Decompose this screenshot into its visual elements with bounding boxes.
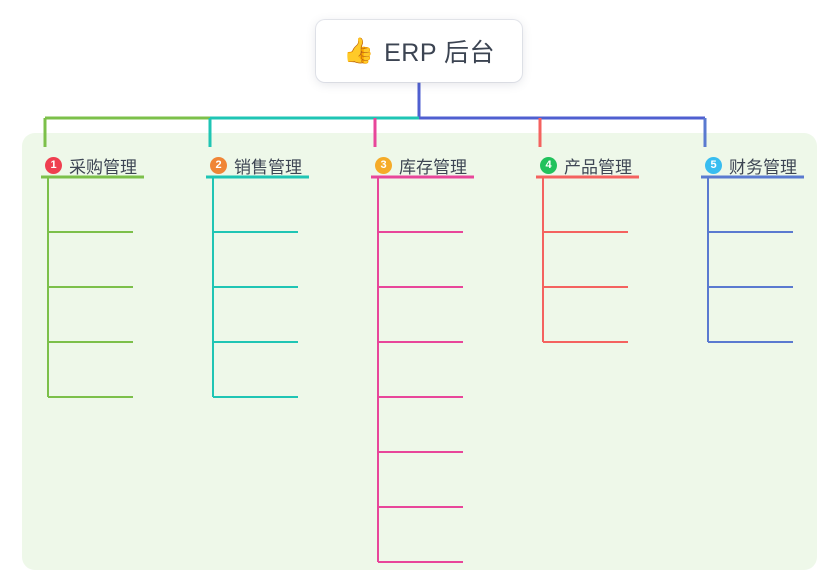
branch-header-采购管理[interactable]: 1 采购管理 [45, 150, 137, 180]
branch-title: 库存管理 [399, 157, 467, 177]
branch-header-财务管理[interactable]: 5 财务管理 [705, 150, 797, 180]
branch-column-产品管理: 4 产品管理 [540, 150, 632, 180]
branch-number-badge: 1 [45, 156, 62, 174]
root-node-erp-backend[interactable]: 👍 ERP 后台 [316, 20, 522, 82]
branch-header-销售管理[interactable]: 2 销售管理 [210, 150, 302, 180]
branch-header-库存管理[interactable]: 3 库存管理 [375, 150, 467, 180]
thumbs-up-icon: 👍 [342, 36, 375, 65]
branch-column-销售管理: 2 销售管理 [210, 150, 302, 180]
branch-title: 采购管理 [69, 157, 137, 177]
branch-number-badge: 5 [705, 156, 722, 174]
branch-number-badge: 2 [210, 156, 227, 174]
branch-column-采购管理: 1 采购管理 [45, 150, 137, 180]
branch-number-badge: 3 [375, 156, 392, 174]
branch-title: 产品管理 [564, 157, 632, 177]
branch-title: 销售管理 [234, 157, 302, 177]
branch-header-产品管理[interactable]: 4 产品管理 [540, 150, 632, 180]
branch-title: 财务管理 [729, 157, 797, 177]
branch-column-财务管理: 5 财务管理 [705, 150, 797, 180]
diagram-background-panel [22, 133, 817, 570]
branch-number-badge: 4 [540, 156, 557, 174]
branch-column-库存管理: 3 库存管理 [375, 150, 467, 180]
root-node-title: ERP 后台 [384, 39, 496, 67]
